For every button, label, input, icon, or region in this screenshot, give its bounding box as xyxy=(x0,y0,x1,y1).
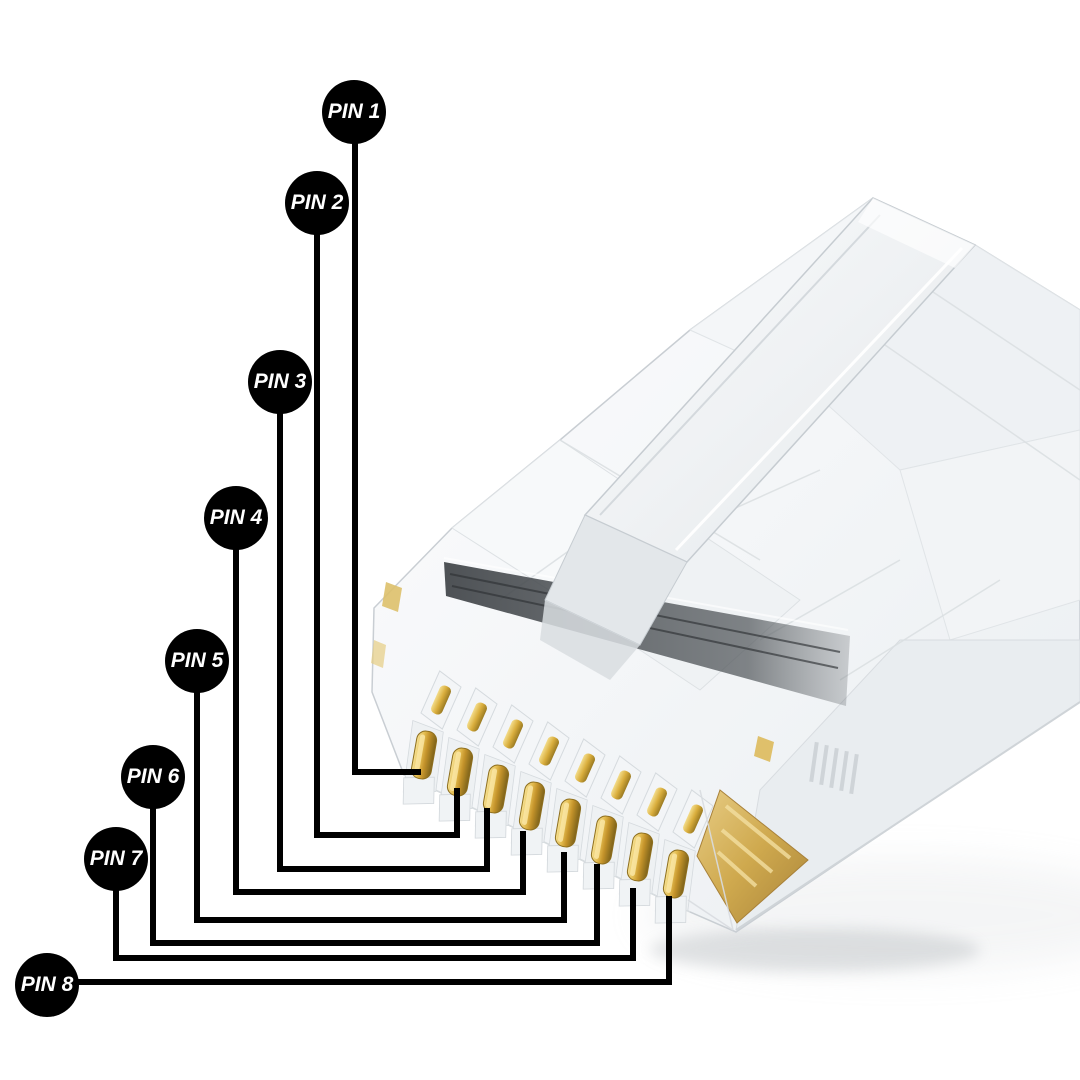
pin-1-tine xyxy=(420,670,462,730)
pin-6-label-text: PIN 6 xyxy=(126,765,180,788)
pin-2-label: PIN 2 xyxy=(285,171,349,235)
pin-7-label-text: PIN 7 xyxy=(89,847,143,870)
pin-2-tine xyxy=(456,687,498,747)
pin-6-tine xyxy=(600,755,642,815)
pin-6-label: PIN 6 xyxy=(121,745,185,809)
pin-4-label-text: PIN 4 xyxy=(209,506,263,529)
wire-entry-gold-area xyxy=(687,736,809,931)
pin-3-label-text: PIN 3 xyxy=(253,370,307,393)
pin-4-contact xyxy=(510,770,552,856)
pin-1-callout-line xyxy=(352,138,421,775)
pin-8-callout-line xyxy=(74,896,672,985)
pin-3-label: PIN 3 xyxy=(248,350,312,414)
pin-1-label-text: PIN 1 xyxy=(327,100,381,123)
pin-2-label-text: PIN 2 xyxy=(290,191,344,214)
callout-lines xyxy=(74,138,672,985)
pin-7-tine xyxy=(636,772,678,832)
pin-7-label: PIN 7 xyxy=(84,827,148,891)
pin-4-tine xyxy=(528,721,570,781)
pin-contact-row xyxy=(402,719,696,924)
pin-2-callout-line xyxy=(314,229,460,838)
pin-8-contact xyxy=(654,838,696,924)
pin-7-callout-line xyxy=(113,885,636,961)
pin-3-tine xyxy=(492,704,534,764)
pin-3-callout-line xyxy=(277,409,490,872)
pin-5-label: PIN 5 xyxy=(165,629,229,693)
pin-4-label: PIN 4 xyxy=(204,486,268,550)
pin-7-contact xyxy=(618,821,660,907)
pin-8-label: PIN 8 xyxy=(15,953,79,1017)
wire-organizer xyxy=(809,741,859,795)
latch-tab xyxy=(540,197,977,680)
pin-8-label-text: PIN 8 xyxy=(20,973,74,996)
pin-4-callout-line xyxy=(233,544,526,895)
pin-6-callout-line xyxy=(150,804,600,946)
pin-1-label: PIN 1 xyxy=(322,80,386,144)
pin-5-tine xyxy=(564,738,606,798)
pin-5-callout-line xyxy=(194,687,567,923)
pin-5-label-text: PIN 5 xyxy=(170,649,224,672)
